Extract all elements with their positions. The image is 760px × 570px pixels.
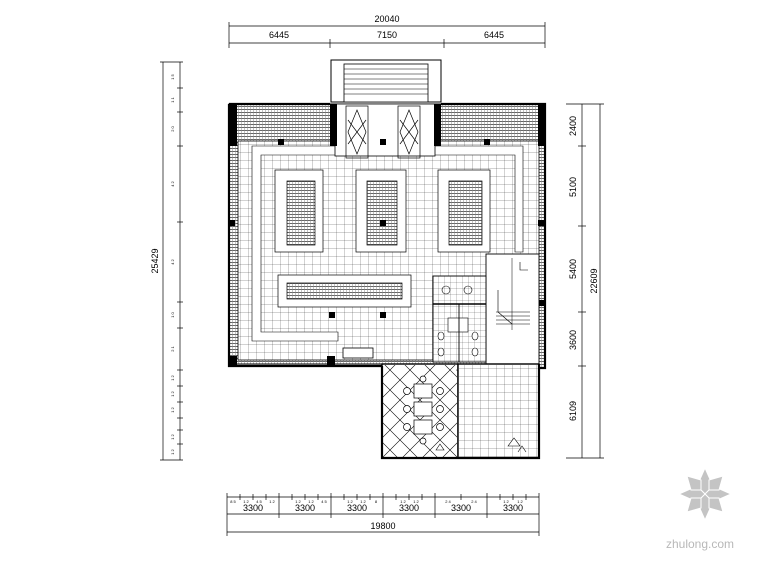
svg-text:4 2: 4 2 (170, 180, 175, 186)
svg-text:1 2: 1 2 (170, 390, 175, 396)
display-zone-center (355, 169, 407, 253)
svg-text:4 5: 4 5 (321, 499, 327, 504)
utility-rooms (432, 253, 540, 365)
svg-text:1 2: 1 2 (517, 499, 523, 504)
bottom-minor-dimension-marks: 8 5 1 2 4 5 1 2 1 2 1 2 4 5 1 2 1 2 8 1 … (230, 499, 523, 504)
svg-text:1 2: 1 2 (295, 499, 301, 504)
svg-text:1 2: 1 2 (170, 448, 175, 454)
svg-text:4 5: 4 5 (256, 499, 262, 504)
svg-text:4 2: 4 2 (170, 258, 175, 264)
bottom-dimension-3: 3300 (347, 503, 367, 513)
svg-text:8 5: 8 5 (230, 499, 236, 504)
svg-text:1 2: 1 2 (347, 499, 353, 504)
svg-text:1 2: 1 2 (170, 374, 175, 380)
watermark: zhulong.com (666, 466, 734, 551)
zhulong-logo-icon (677, 466, 733, 522)
right-dimension-5: 6109 (568, 401, 578, 421)
svg-text:1 2: 1 2 (269, 499, 275, 504)
svg-text:8: 8 (375, 499, 378, 504)
svg-text:2 0: 2 0 (170, 125, 175, 131)
bottom-total-dimension: 19800 (370, 521, 395, 531)
outer-walls (227, 102, 547, 460)
display-zone-right (437, 169, 491, 253)
display-counter-long (277, 274, 412, 308)
lower-kitchen (457, 363, 540, 459)
display-zone-left (274, 169, 324, 253)
right-dimension-chain: 2400 5100 5400 3600 6109 22609 (566, 103, 604, 459)
bottom-dimension-2: 3300 (295, 503, 315, 513)
structural-columns (229, 104, 545, 366)
svg-text:1 2: 1 2 (243, 499, 249, 504)
svg-text:2 1: 2 1 (170, 345, 175, 351)
bottom-dimension-6: 3300 (503, 503, 523, 513)
svg-text:2 4: 2 4 (471, 499, 477, 504)
top-dimension-2: 7150 (377, 30, 397, 40)
top-dimension-chain: 20040 6445 7150 6445 (228, 14, 546, 48)
top-total-dimension: 20040 (374, 14, 399, 24)
right-dimension-2: 5100 (568, 177, 578, 197)
entrance-lamp-left (345, 105, 369, 159)
right-dimension-4: 3600 (568, 330, 578, 350)
left-minor-dimension-marks: 1 5 1 1 2 0 4 2 4 2 1 0 2 1 1 2 1 2 1 2 … (170, 73, 175, 454)
svg-text:1 5: 1 5 (170, 73, 175, 79)
svg-text:1 2: 1 2 (413, 499, 419, 504)
svg-text:1 2: 1 2 (360, 499, 366, 504)
left-dimension-chain: 1 5 1 1 2 0 4 2 4 2 1 0 2 1 1 2 1 2 1 2 … (150, 61, 183, 461)
bottom-dimension-5: 3300 (451, 503, 471, 513)
svg-text:1 2: 1 2 (170, 406, 175, 412)
svg-text:1 2: 1 2 (400, 499, 406, 504)
svg-text:1 2: 1 2 (308, 499, 314, 504)
svg-text:1 2: 1 2 (503, 499, 509, 504)
svg-text:1 0: 1 0 (170, 311, 175, 317)
entrance-porch (330, 59, 442, 103)
top-dimension-1: 6445 (269, 30, 289, 40)
top-dimension-3: 6445 (484, 30, 504, 40)
svg-text:1 2: 1 2 (170, 433, 175, 439)
lower-dining-room (381, 363, 469, 459)
bottom-dimension-1: 3300 (243, 503, 263, 513)
right-dimension-1: 2400 (568, 116, 578, 136)
bench (342, 347, 374, 359)
watermark-text: zhulong.com (666, 537, 734, 551)
svg-text:1 1: 1 1 (170, 96, 175, 102)
main-hall (228, 103, 546, 369)
bottom-dimension-4: 3300 (399, 503, 419, 513)
right-dimension-3: 5400 (568, 259, 578, 279)
bottom-dimension-chain: 8 5 1 2 4 5 1 2 1 2 1 2 4 5 1 2 1 2 8 1 … (226, 493, 540, 536)
entrance-lamp-right (397, 105, 421, 159)
svg-text:2 4: 2 4 (445, 499, 451, 504)
right-total-dimension: 22609 (589, 268, 599, 293)
left-total-dimension: 25429 (150, 248, 160, 273)
